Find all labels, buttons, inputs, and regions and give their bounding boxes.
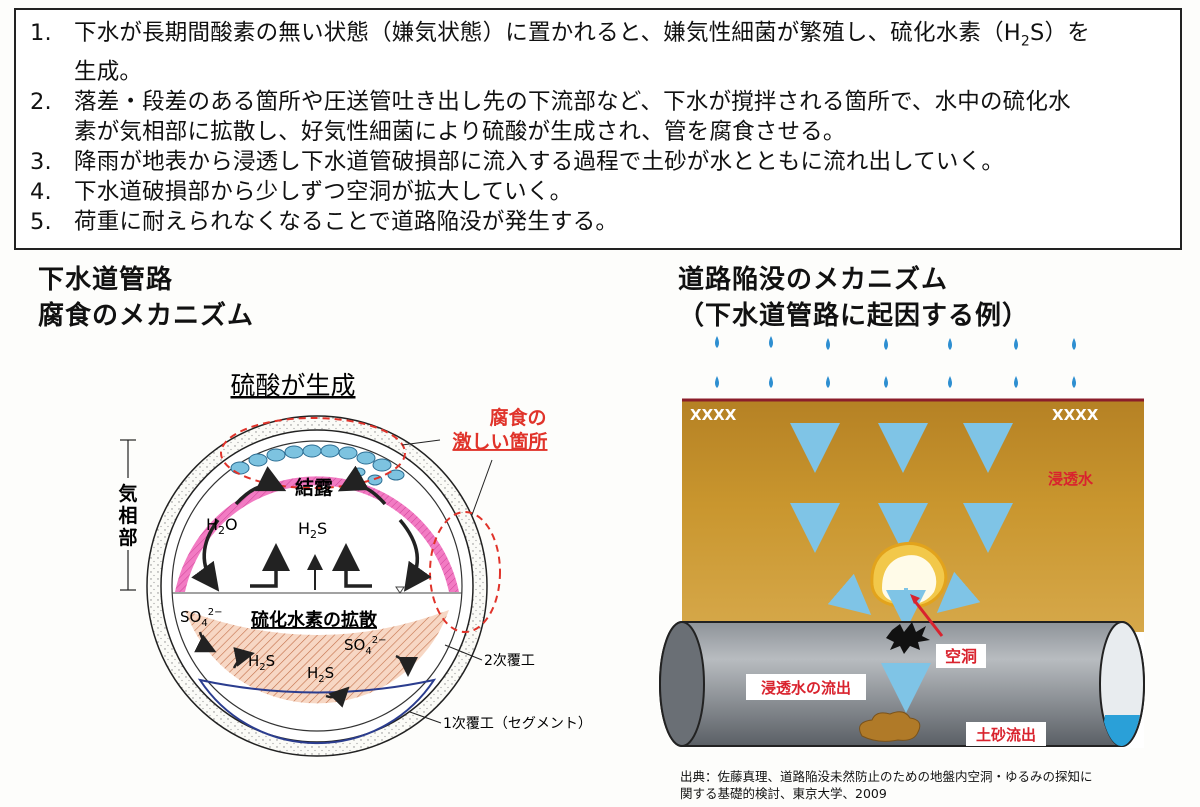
cavity-pointer <box>912 599 944 637</box>
step-text: 荷重に耐えられなくなることで道路陥没が発生する。 <box>74 208 619 235</box>
infiltration-arrows <box>790 423 1013 553</box>
road-collapse-diagram: XXXX XXXX 浸透水 空洞 浸透水の流出 土砂流出 <box>659 336 1145 748</box>
step-text: 下水道破損部から少しずつ空洞が拡大していく。 <box>74 178 573 205</box>
corrosion-label-2: 激しい箇所 <box>452 430 547 453</box>
gas-phase-char-2: 相 <box>118 505 137 527</box>
h2s-liquid-label-2: H2S <box>307 664 334 685</box>
step-number: 2. <box>30 88 52 115</box>
crown-corrosion-highlight <box>220 417 406 489</box>
step-text-cont: 素が気相部に拡散し、好気性細菌により硫酸が生成され、管を腐食させる。 <box>74 118 846 145</box>
corrosion-diagram: 硫酸が生成 腐食の 激しい箇所 気 相 部 結露 H2O H2S 硫化水素の拡散… <box>116 371 592 757</box>
corrosion-leader-1 <box>401 439 441 446</box>
water-outflow-label: 浸透水の流出 <box>761 679 851 697</box>
side-corrosion-highlight <box>429 511 501 633</box>
sludge-deposit <box>185 610 449 704</box>
step-text-cont: 生成。 <box>74 58 143 85</box>
secondary-lining-label: 2次覆工 <box>484 653 535 669</box>
cavity-label: 空洞 <box>945 647 977 666</box>
step-number: 3. <box>30 148 52 175</box>
subscript: 2 <box>1020 33 1031 50</box>
liquid-reaction-arrows <box>194 631 418 708</box>
step-number: 4. <box>30 178 52 205</box>
step-2: 2. 落差・段差のある箇所や圧送管吐き出し先の下流部など、下水が撹拌される箇所で… <box>30 87 1170 147</box>
gas-phase-char-1: 気 <box>118 482 137 505</box>
gas-phase-char-3: 部 <box>118 526 137 549</box>
left-title: 下水道管路 腐食のメカニズム <box>38 265 255 331</box>
step-text: 降雨が地表から浸透し下水道管破損部に流入する過程で土砂が水とともに流れ出していく… <box>74 148 1005 175</box>
water-level-marker <box>395 586 405 594</box>
step-5: 5. 荷重に耐えられなくなることで道路陥没が発生する。 <box>30 207 1170 237</box>
road-pavement-mark-left: XXXX <box>690 406 737 424</box>
infiltration-water-label: 浸透水 <box>1048 470 1094 488</box>
h2s-gas-label: H2S <box>298 519 327 541</box>
soil-outflow-pile <box>859 711 921 742</box>
steps-box: 1. 下水が長期間酸素の無い状態（嫌気状態）に置かれると、嫌気性細菌が繁殖し、硫… <box>14 8 1182 250</box>
step-text-end: S）を <box>1030 20 1090 46</box>
step-number: 1. <box>30 20 52 46</box>
sulfuric-acid-label: 硫酸が生成 <box>230 371 355 400</box>
pipe-crack <box>886 622 930 654</box>
step-1: 1. 下水が長期間酸素の無い状態（嫌気状態）に置かれると、嫌気性細菌が繁殖し、硫… <box>30 18 1170 87</box>
corroded-layer <box>175 476 459 592</box>
pipe-water <box>1104 715 1140 747</box>
source-credit: 出典：佐藤真理、道路陥没未然防止のための地盤内空洞・ゆるみの探知に 関する基礎的… <box>680 769 1093 801</box>
so4-left-label: SO42− <box>180 607 222 629</box>
step-number: 5. <box>30 208 52 235</box>
corrosion-leader-2 <box>471 459 493 516</box>
gas-circulation-arrows <box>191 465 432 592</box>
step-text: 落差・段差のある箇所や圧送管吐き出し先の下流部など、下水が撹拌される箇所で、水中… <box>74 88 1071 115</box>
inflow-arrows <box>827 571 981 630</box>
corrosion-label-1: 腐食の <box>489 406 546 429</box>
h2o-label: H2O <box>206 515 238 537</box>
soil-outflow-label: 土砂流出 <box>976 726 1036 744</box>
road-pavement-mark-right: XXXX <box>1052 406 1099 424</box>
condensation-label: 結露 <box>295 476 334 499</box>
step-3: 3. 降雨が地表から浸透し下水道管破損部に流入する過程で土砂が水とともに流れ出し… <box>30 147 1170 177</box>
pipe-left-end <box>659 621 705 747</box>
primary-lining-label: 1次覆工（セグメント） <box>443 716 592 732</box>
step-text: 下水が長期間酸素の無い状態（嫌気状態）に置かれると、嫌気性細菌が繁殖し、硫化水素… <box>74 20 1021 46</box>
so4-right-label: SO42− <box>344 635 386 657</box>
step-4: 4. 下水道破損部から少しずつ空洞が拡大していく。 <box>30 177 1170 207</box>
pipe-invert <box>197 678 437 745</box>
right-title: 道路陥没のメカニズム （下水道管路に起因する例） <box>678 265 1030 331</box>
rain-drops <box>715 336 1076 388</box>
h2s-diffusion-label: 硫化水素の拡散 <box>251 609 378 631</box>
